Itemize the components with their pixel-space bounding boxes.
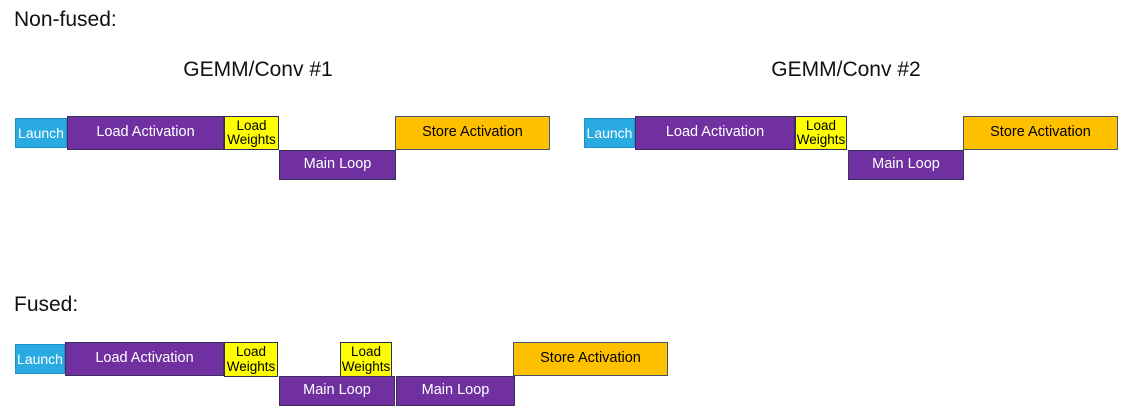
gemm2-title: GEMM/Conv #2 [771, 58, 921, 81]
load-weights-block: Load Weights [224, 342, 278, 377]
launch-block: Launch [15, 344, 65, 374]
main-loop-block: Main Loop [848, 150, 964, 180]
load-weights-block: Load Weights [795, 116, 847, 150]
fused-heading: Fused: [14, 293, 79, 316]
load-activation-block: Load Activation [65, 342, 224, 376]
load-weights-block: Load Weights [224, 116, 279, 150]
main-loop-block: Main Loop [279, 376, 395, 406]
load-activation-block: Load Activation [67, 116, 224, 150]
store-activation-block: Store Activation [513, 342, 668, 376]
store-activation-block: Store Activation [395, 116, 550, 150]
gemm1-title: GEMM/Conv #1 [183, 58, 333, 81]
main-loop-block: Main Loop [279, 150, 396, 180]
launch-block: Launch [15, 118, 67, 148]
load-activation-block: Load Activation [635, 116, 795, 150]
launch-block: Launch [584, 118, 635, 148]
store-activation-block: Store Activation [963, 116, 1118, 150]
load-weights-block: Load Weights [340, 342, 392, 377]
nonfused-heading: Non-fused: [14, 8, 117, 31]
main-loop-block: Main Loop [396, 376, 515, 406]
